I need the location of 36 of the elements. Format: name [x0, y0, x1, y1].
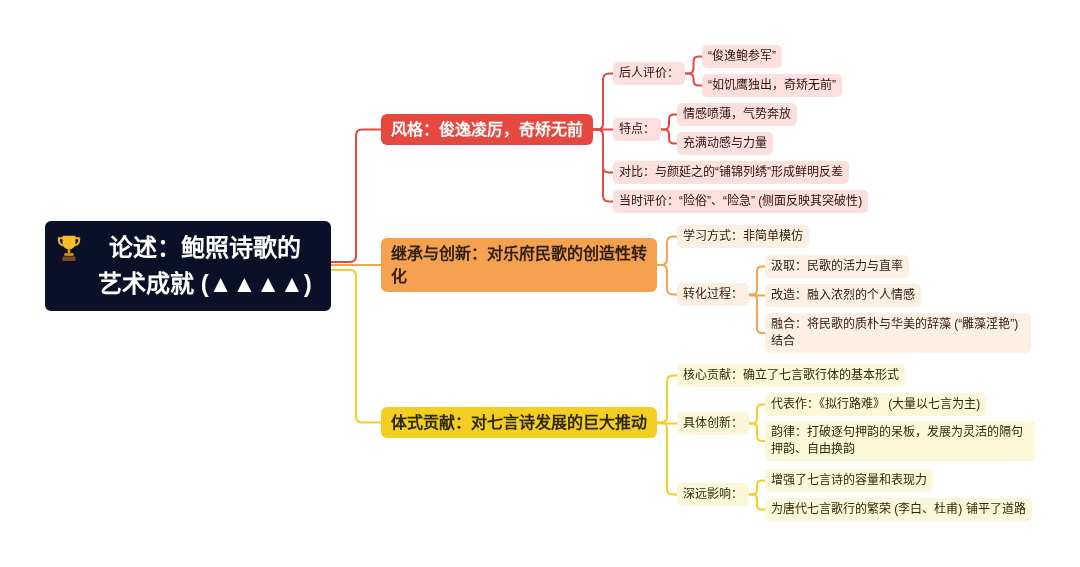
subtopic-box: 当时评价：“险俗”、“险急” (侧面反映其突破性)	[613, 190, 869, 213]
connector-line	[330, 269, 382, 424]
subtopic-box: 融合：将民歌的质朴与华美的辞藻 (“雕藻淫艳”)结合	[765, 313, 1031, 353]
subtopic-box: 转化过程：	[677, 283, 749, 306]
subtopic-box: 增强了七言诗的容量和表现力	[765, 469, 933, 492]
subtopic-box: 后人评价：	[613, 62, 685, 85]
connector-line	[656, 422, 678, 425]
subtopic-box: 韵律：打破逐句押韵的呆板，发展为灵活的隔句押韵、自由换韵	[765, 421, 1035, 461]
subtopic-box: 情感喷薄，气势奔放	[677, 103, 797, 126]
subtopic-box: 深远影响：	[677, 483, 749, 506]
connector-line	[748, 493, 766, 511]
connector-line	[684, 72, 703, 87]
subtopic-box: 对比：与颜延之的“铺锦列绣”形成鲜明反差	[613, 161, 849, 184]
connector-line	[330, 264, 382, 266]
root-topic-box	[45, 221, 331, 311]
connector-line	[656, 421, 678, 496]
connector-line	[660, 128, 678, 145]
subtopic-box: 特点：	[613, 118, 661, 141]
subtopic-box: 学习方式：非简单模仿	[677, 225, 809, 248]
connector-line	[592, 128, 614, 203]
subtopic-box: 为唐代七言歌行的繁荣 (李白、杜甫) 铺平了道路	[765, 498, 1032, 521]
subtopic-box: 汲取：民歌的活力与直率	[765, 255, 909, 278]
branch-topic-box: 继承与创新：对乐府民歌的创造性转化	[381, 238, 657, 292]
subtopic-box: 改造：融入浓烈的个人情感	[765, 284, 921, 307]
subtopic-box: “如饥鹰独出，奇矫无前”	[702, 74, 842, 97]
subtopic-box: 充满动感与力量	[677, 132, 773, 155]
subtopic-box: 具体创新：	[677, 412, 749, 435]
connector-line	[748, 422, 766, 442]
subtopic-box: “俊逸鲍参军”	[702, 45, 782, 68]
branch-topic-box: 体式贡献：对七言诗发展的巨大推动	[381, 407, 657, 438]
connector-line	[330, 128, 382, 263]
connector-line	[748, 293, 766, 334]
subtopic-box: 代表作：《拟行路难》 (大量以七言为主)	[765, 393, 987, 416]
subtopic-box: 核心贡献：确立了七言歌行体的基本形式	[677, 364, 905, 387]
root-topic-text: 论述：鲍照诗歌的艺术成就 (▲▲▲▲)	[97, 233, 313, 299]
branch-topic-box: 风格：俊逸凌厉，奇矫无前	[381, 114, 593, 145]
